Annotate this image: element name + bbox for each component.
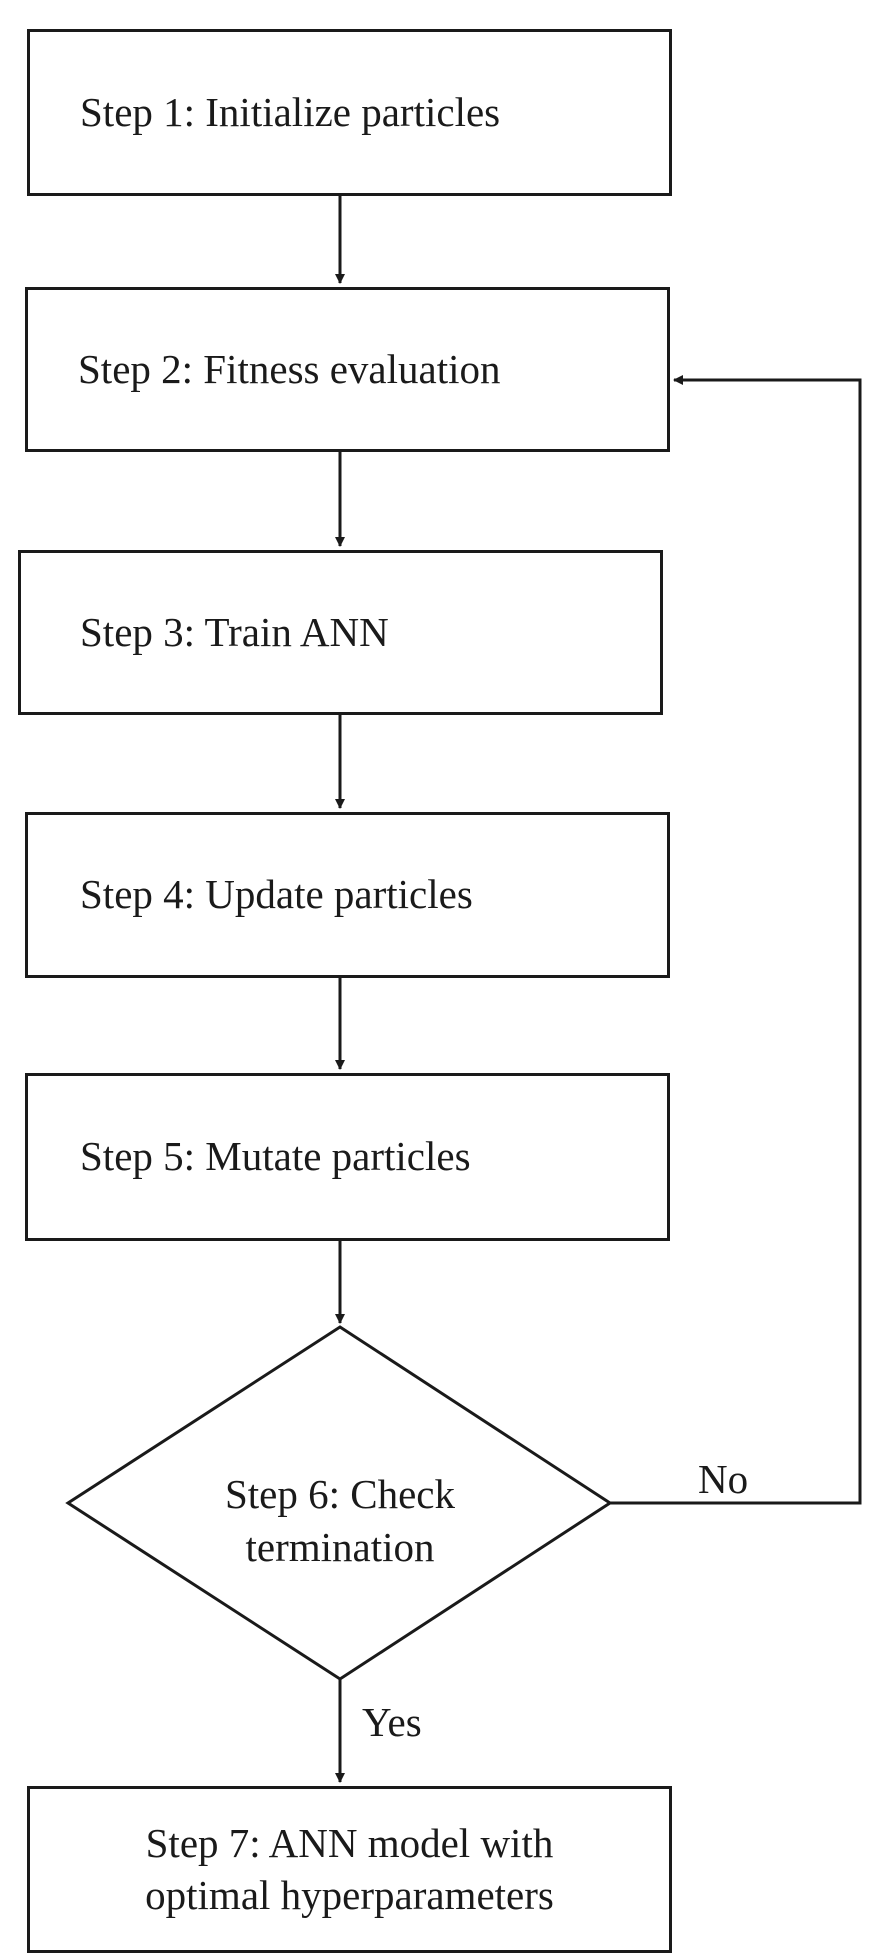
step-7-box: Step 7: ANN model with optimal hyperpara… <box>27 1786 672 1953</box>
branch-yes-label: Yes <box>362 1699 422 1745</box>
step-4-box: Step 4: Update particles <box>25 812 670 978</box>
step-1-label: Step 1: Initialize particles <box>80 88 501 135</box>
step-5-box: Step 5: Mutate particles <box>25 1073 670 1241</box>
arrow-no-loop <box>610 375 862 1505</box>
step-5-label: Step 5: Mutate particles <box>80 1133 471 1180</box>
step-3-box: Step 3: Train ANN <box>18 550 663 715</box>
branch-no-label: No <box>698 1456 749 1502</box>
step-4-label: Step 4: Update particles <box>80 871 473 918</box>
step-2-box: Step 2: Fitness evaluation <box>25 287 670 452</box>
step-7-label: Step 7: ANN model with optimal hyperpara… <box>145 1820 554 1918</box>
step-2-label: Step 2: Fitness evaluation <box>78 345 501 392</box>
step-6-label: Step 6: Check termination <box>224 1471 456 1571</box>
step-1-box: Step 1: Initialize particles <box>27 29 672 196</box>
step-3-label: Step 3: Train ANN <box>80 608 389 655</box>
